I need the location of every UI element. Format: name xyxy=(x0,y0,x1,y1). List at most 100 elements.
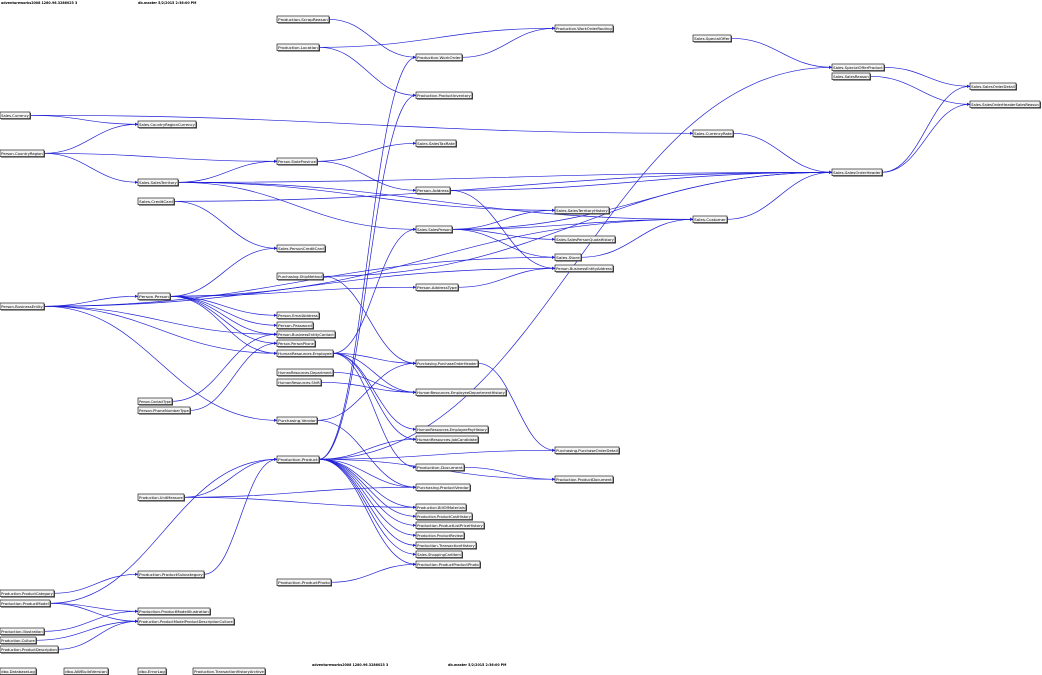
table-humanresources-employeepayhistory[interactable]: HumanResources.EmployeePayHistory xyxy=(415,425,489,434)
relationship-arrowhead xyxy=(552,448,555,452)
table-humanresources-employeedepartmenthistory[interactable]: HumanResources.EmployeeDepartmentHistory xyxy=(415,388,507,397)
relationship-line xyxy=(451,228,556,240)
table-box xyxy=(0,645,59,653)
table-sales-currencyrate[interactable]: Sales.CurrencyRate xyxy=(692,129,734,138)
table-production-productphoto[interactable]: Production.ProductPhoto xyxy=(276,578,332,587)
table-production-product[interactable]: Production.Product xyxy=(276,455,320,464)
relationship-line xyxy=(318,27,556,48)
relationship-arrowhead xyxy=(413,55,416,59)
table-sales-salesterritoryhistory[interactable]: Sales.SalesTerritoryHistory xyxy=(554,206,610,215)
table-production-billofmaterials[interactable]: Production.BillOfMaterials xyxy=(415,503,467,512)
table-production-productdocument[interactable]: Production.ProductDocument xyxy=(554,475,614,484)
table-sales-customer[interactable]: Sales.Customer xyxy=(692,215,728,224)
table-sales-store[interactable]: Sales.Store xyxy=(554,253,582,262)
table-production-productreview[interactable]: Production.ProductReview xyxy=(415,531,465,540)
table-person-countryregion[interactable]: Person.CountryRegion xyxy=(0,149,45,158)
table-production-culture[interactable]: Production.Culture xyxy=(0,636,37,645)
relationship-lines xyxy=(29,18,971,650)
table-production-productcosthistory[interactable]: Production.ProductCostHistory xyxy=(415,512,473,521)
relationship-arrowhead xyxy=(413,437,416,441)
table-person-businessentitycontact[interactable]: Person.BusinessEntityContact xyxy=(276,330,336,339)
table-production-productdescription[interactable]: Production.ProductDescription xyxy=(0,645,59,654)
relationship-line xyxy=(169,295,278,344)
table-purchasing-purchaseorderheader[interactable]: Purchasing.PurchaseOrderHeader xyxy=(415,359,479,368)
table-sales-personcreditcard[interactable]: Sales.PersonCreditCard xyxy=(276,244,326,253)
relationship-line xyxy=(169,295,278,354)
table-label: Production.ProductModelProductDescriptio… xyxy=(139,620,233,624)
table-person-phonenumbertype[interactable]: Person.PhoneNumberType xyxy=(137,406,191,415)
table-production-productinventory[interactable]: Production.ProductInventory xyxy=(415,91,473,100)
table-production-productmodelproductdescriptionculture[interactable]: Production.ProductModelProductDescriptio… xyxy=(137,617,235,626)
table-sales-currency[interactable]: Sales.Currency xyxy=(0,111,31,120)
table-person-personphone[interactable]: Person.PersonPhone xyxy=(276,339,316,348)
table-production-productcategory[interactable]: Production.ProductCategory xyxy=(0,589,55,598)
table-dbo-databaselog[interactable]: dbo.DatabaseLog xyxy=(0,667,37,675)
table-person-businessentityaddress[interactable]: Person.BusinessEntityAddress xyxy=(554,264,614,273)
table-sales-salespersonquotahistory[interactable]: Sales.SalesPersonQuotaHistory xyxy=(554,235,616,244)
table-production-productlistpricehistory[interactable]: Production.ProductListPriceHistory xyxy=(415,521,485,530)
table-person-addresstype[interactable]: Person.AddressType xyxy=(415,283,459,292)
table-sales-salesorderheader[interactable]: Sales.SalesOrderHeader xyxy=(831,168,883,177)
table-sales-shoppingcartitem[interactable]: Sales.ShoppingCartItem xyxy=(415,550,463,559)
table-label: HumanResources.Shift xyxy=(278,381,320,385)
relationship-line xyxy=(173,171,833,202)
table-humanresources-jobcandidate[interactable]: HumanResources.JobCandidate xyxy=(415,435,479,444)
relationship-line xyxy=(463,466,556,480)
table-purchasing-productvendor[interactable]: Purchasing.ProductVendor xyxy=(415,483,471,492)
relationship-line xyxy=(332,371,417,393)
table-person-password[interactable]: Person.Password xyxy=(276,321,314,330)
table-sales-salesorderheadersalesreason[interactable]: Sales.SalesOrderHeaderSalesReason xyxy=(969,100,1041,109)
relationship-arrowhead xyxy=(552,26,555,30)
relationship-arrowhead xyxy=(274,457,277,461)
table-sales-salesreason[interactable]: Sales.SalesReason xyxy=(831,72,871,81)
table-production-productmodelillustration[interactable]: Production.ProductModelIllustration xyxy=(137,607,211,616)
table-sales-salesterritory[interactable]: Sales.SalesTerritory xyxy=(137,178,179,187)
table-box xyxy=(0,111,31,119)
table-label: Production.WorkOrder xyxy=(417,56,461,60)
table-production-document[interactable]: Production.Document xyxy=(415,463,465,472)
table-sales-creditcard[interactable]: Sales.CreditCard xyxy=(137,197,175,206)
table-production-productsubcategory[interactable]: Production.ProductSubcategory xyxy=(137,570,205,579)
table-purchasing-shipmethod[interactable]: Purchasing.ShipMethod xyxy=(276,272,324,281)
table-production-scrapreason[interactable]: Production.ScrapReason xyxy=(276,15,330,24)
table-production-workorder[interactable]: Production.WorkOrder xyxy=(415,53,463,62)
table-production-workorderrouting[interactable]: Production.WorkOrderRouting xyxy=(554,24,614,33)
table-label: Sales.SalesPerson xyxy=(417,228,451,232)
table-purchasing-purchaseorderdetail[interactable]: Purchasing.PurchaseOrderDetail xyxy=(554,446,620,455)
table-production-productproductphoto[interactable]: Production.ProductProductPhoto xyxy=(415,560,481,569)
table-label: Sales.SalesTaxRate xyxy=(417,142,455,146)
table-sales-specialofferproduct[interactable]: Sales.SpecialOfferProduct xyxy=(831,63,885,72)
table-production-transactionhistory[interactable]: Production.TransactionHistory xyxy=(415,541,477,550)
table-sales-salestaxrate[interactable]: Sales.SalesTaxRate xyxy=(415,139,457,148)
relationship-arrowhead xyxy=(967,102,970,106)
table-sales-salesperson[interactable]: Sales.SalesPerson xyxy=(415,225,453,234)
table-humanresources-employee[interactable]: HumanResources.Employee xyxy=(276,349,334,358)
table-person-emailaddress[interactable]: Person.EmailAddress xyxy=(276,311,320,320)
table-humanresources-department[interactable]: HumanResources.Department xyxy=(276,368,334,377)
relationship-line xyxy=(169,286,417,297)
table-sales-salesorderdetail[interactable]: Sales.SalesOrderDetail xyxy=(969,82,1017,91)
table-production-illustration[interactable]: Production.Illustration xyxy=(0,627,45,636)
relationship-arrowhead xyxy=(552,237,555,241)
relationship-line xyxy=(730,37,833,68)
table-production-transactionhistoryarchive[interactable]: Production.TransactionHistoryArchive xyxy=(192,667,266,675)
table-person-address[interactable]: Person.Address xyxy=(415,186,451,195)
table-person-businessentity[interactable]: Person.BusinessEntity xyxy=(0,302,45,311)
table-purchasing-vendor[interactable]: Purchasing.Vendor xyxy=(276,416,318,425)
table-humanresources-shift[interactable]: HumanResources.Shift xyxy=(276,378,322,387)
table-box xyxy=(415,139,457,147)
table-dbo-awbuildversion[interactable]: dbo.AWBuildVersion xyxy=(63,667,109,675)
table-person-contacttype[interactable]: Person.ContactType xyxy=(137,397,173,406)
relationship-line xyxy=(318,458,417,508)
table-production-location[interactable]: Production.Location xyxy=(276,43,320,52)
table-person-stateprovince[interactable]: Person.StateProvince xyxy=(276,157,318,166)
table-sales-specialoffer[interactable]: Sales.SpecialOffer xyxy=(692,34,732,43)
table-production-unitmeasure[interactable]: Production.UnitMeasure xyxy=(137,493,185,502)
table-box xyxy=(137,197,175,205)
table-person-person[interactable]: Person.Person xyxy=(137,292,171,301)
table-box xyxy=(415,531,465,539)
table-dbo-errorlog[interactable]: dbo.ErrorLog xyxy=(137,667,167,675)
table-production-productmodel[interactable]: Production.ProductModel xyxy=(0,599,51,608)
table-sales-countryregioncurrency[interactable]: Sales.CountryRegionCurrency xyxy=(137,120,197,129)
relationship-line xyxy=(318,56,417,460)
